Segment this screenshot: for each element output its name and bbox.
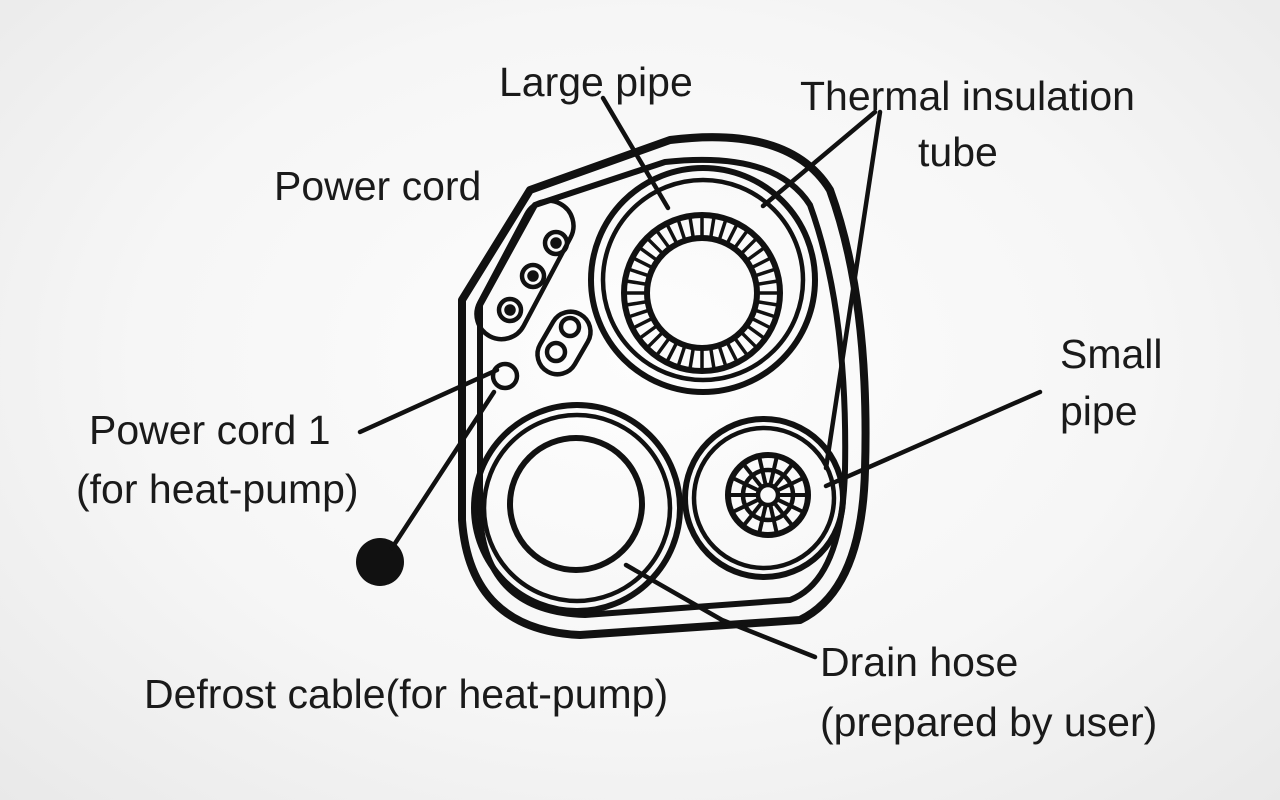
large-pipe-hatch-line: [758, 279, 778, 286]
power-cord-sheath: [474, 198, 576, 342]
drain-hose-assembly: [471, 402, 683, 614]
power-cord-wire-2: [519, 262, 547, 290]
small-pipe-hatch-line: [777, 476, 804, 492]
large-pipe-hatch-line: [665, 343, 678, 362]
drain-hose-tube: [507, 435, 645, 573]
leader-thermal-2: [823, 109, 883, 471]
large-pipe-hatch-line: [639, 325, 657, 340]
drain-hose-insulation-inner: [481, 412, 673, 604]
large-pipe-hatch-line: [709, 217, 716, 237]
power-cord-wire-3-core: [504, 304, 516, 316]
large-pipe-hatch-line: [741, 238, 757, 254]
small-pipe-hatch-line: [757, 506, 768, 533]
large-pipe-hatch-line: [655, 338, 670, 356]
large-pipe-inner: [644, 235, 760, 351]
leader-power-cord-1: [357, 367, 500, 435]
power-cord-bundle: [474, 198, 576, 342]
large-pipe-hatch-line: [629, 267, 649, 278]
label-power-cord-1-line1: Power cord 1: [89, 407, 331, 453]
power-cord-wire-3: [496, 296, 524, 324]
small-pipe-insulation-inner: [691, 425, 837, 571]
large-pipe-hatch-line: [726, 224, 739, 243]
small-pipe-insulation-outer: [682, 416, 846, 580]
large-pipe-hatch-line: [633, 317, 652, 330]
large-pipe-hatch-line: [665, 224, 678, 243]
large-pipe-hatch-line: [647, 332, 663, 348]
power-cord-1-wire-b: [544, 340, 568, 364]
small-pipe-hatch-line: [777, 498, 804, 514]
large-pipe-hatch-line: [758, 300, 778, 307]
label-thermal-insulation-1: Thermal insulation: [800, 73, 1135, 119]
small-pipe-hatch-line: [742, 464, 763, 487]
small-pipe-outer: [725, 452, 811, 538]
large-pipe-hatch-line: [752, 256, 771, 269]
large-pipe-hatch-line: [752, 317, 771, 330]
leader-defrost-cable: [389, 389, 497, 551]
large-pipe-hatch-line: [726, 343, 739, 362]
small-pipe-assembly: [682, 416, 846, 580]
large-pipe-hatch-line: [639, 246, 657, 261]
small-pipe-hatch-line: [732, 476, 759, 492]
power-cord-1-single-wire: [490, 361, 520, 391]
power-cord-wire-2-core: [527, 270, 539, 282]
drain-hose-insulation-outer: [471, 402, 683, 614]
large-pipe-hatch-line: [688, 217, 695, 237]
power-cord-1-wire-a: [558, 315, 582, 339]
small-pipe-hatch-line: [757, 457, 768, 484]
large-pipe-hatch-line: [626, 279, 646, 286]
large-pipe-hatch-line: [734, 230, 749, 248]
large-pipe-hatch-line: [717, 346, 728, 366]
large-pipe-hatch-line: [626, 300, 646, 307]
small-pipe-hatching: [730, 457, 806, 533]
large-pipe-outer: [621, 212, 783, 374]
large-pipe-hatch-line: [734, 338, 749, 356]
label-small-pipe-1: Small: [1060, 331, 1163, 377]
leader-drain-hose: [623, 562, 818, 660]
leader-small-pipe: [823, 389, 1043, 489]
label-drain-hose-1: Drain hose: [820, 639, 1018, 685]
label-power-cord: Power cord: [274, 163, 481, 209]
large-pipe-assembly: [588, 165, 818, 395]
small-pipe-hatch-line: [768, 457, 779, 484]
labels: Large pipe Thermal insulation tube Power…: [76, 59, 1163, 745]
large-pipe-hatch-line: [688, 349, 695, 369]
large-pipe-hatch-line: [647, 238, 663, 254]
large-pipe-hatch-line: [676, 220, 687, 240]
large-pipe-hatching: [626, 217, 778, 369]
small-pipe-hatch-line: [732, 498, 759, 514]
small-pipe-hatch-line: [768, 506, 779, 533]
large-pipe-hatch-line: [747, 246, 765, 261]
defrost-cable-marker: [356, 538, 404, 586]
large-pipe-hatch-line: [676, 346, 687, 366]
large-pipe-hatch-line: [655, 230, 670, 248]
large-pipe-insulation-inner: [600, 177, 806, 383]
power-cord-wire-1: [542, 229, 570, 257]
large-pipe-hatch-line: [717, 220, 728, 240]
power-cord-1-bundle: [490, 309, 593, 391]
large-pipe-hatch-line: [747, 325, 765, 340]
label-small-pipe-2: pipe: [1060, 388, 1138, 434]
label-power-cord-1-line2: (for heat-pump): [76, 466, 359, 512]
small-pipe-hatch-line: [773, 464, 794, 487]
label-defrost-cable: Defrost cable(for heat-pump): [144, 671, 668, 717]
label-drain-hose-2: (prepared by user): [820, 699, 1157, 745]
large-pipe-hatch-line: [755, 308, 775, 319]
large-pipe-hatch-line: [755, 267, 775, 278]
label-thermal-insulation-2: tube: [918, 129, 998, 175]
leader-thermal-1: [760, 109, 878, 209]
large-pipe-hatch-line: [629, 308, 649, 319]
large-pipe-hatch-line: [709, 349, 716, 369]
small-pipe-hatch-line: [742, 503, 763, 526]
small-pipe-hatch-line: [773, 503, 794, 526]
label-large-pipe: Large pipe: [499, 59, 693, 105]
large-pipe-insulation-outer: [588, 165, 818, 395]
leader-large-pipe: [600, 95, 671, 211]
large-pipe-hatch-line: [741, 332, 757, 348]
power-cord-wire-1-core: [550, 237, 562, 249]
power-cord-1-sheath: [535, 309, 593, 377]
small-pipe-bore: [755, 482, 781, 508]
leader-lines: [357, 95, 1043, 660]
large-pipe-hatch-line: [633, 256, 652, 269]
